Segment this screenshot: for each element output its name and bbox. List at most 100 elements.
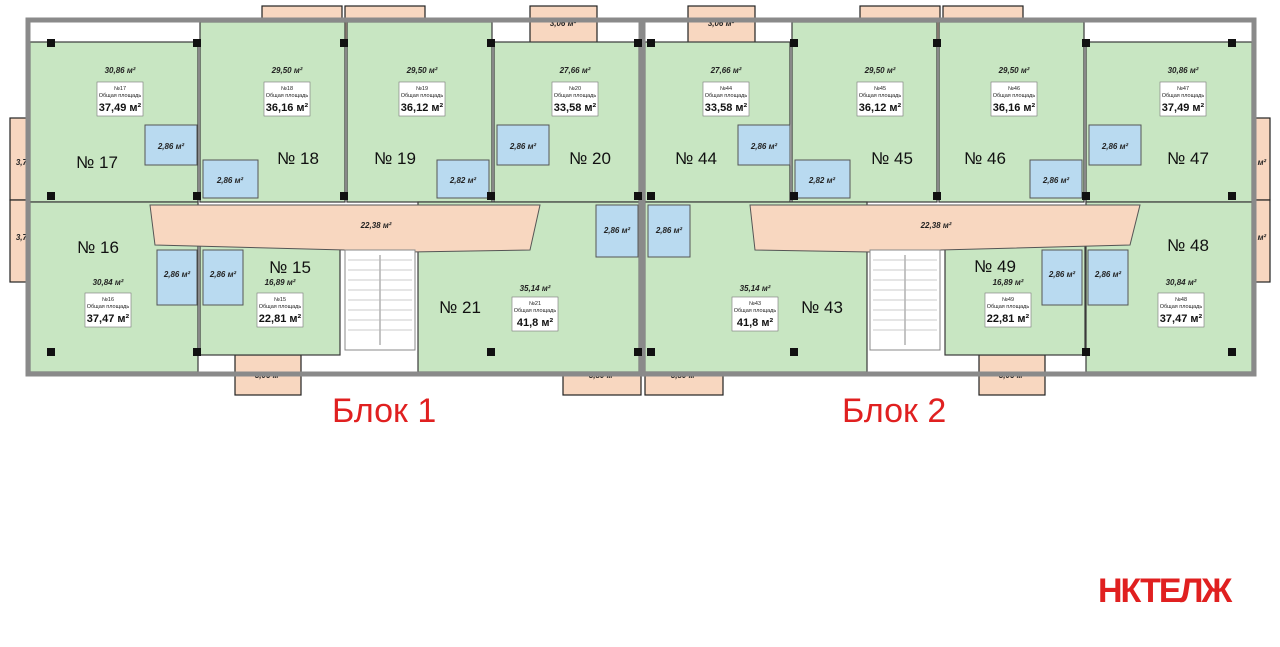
- svg-text:2,86 м²: 2,86 м²: [157, 142, 185, 151]
- svg-text:33,58 м²: 33,58 м²: [705, 102, 748, 114]
- svg-text:2,86 м²: 2,86 м²: [209, 270, 237, 279]
- apartment-43-labels: 35,14 м² №43 Общая площадь 41,8 м² № 43: [731, 284, 843, 332]
- svg-text:16,89 м²: 16,89 м²: [993, 278, 1024, 287]
- svg-text:29,50 м²: 29,50 м²: [864, 66, 896, 75]
- bathroom-19: 2,82 м²: [436, 159, 490, 199]
- svg-text:№ 44: № 44: [675, 149, 717, 168]
- svg-text:Общая площадь: Общая площадь: [734, 308, 777, 314]
- svg-text:№ 49: № 49: [974, 257, 1016, 276]
- svg-text:№16: №16: [102, 297, 114, 303]
- svg-text:22,38 м²: 22,38 м²: [920, 221, 952, 230]
- svg-text:Общая площадь: Общая площадь: [99, 93, 142, 99]
- svg-text:35,14 м²: 35,14 м²: [740, 284, 771, 293]
- svg-text:№ 20: № 20: [569, 149, 611, 168]
- svg-text:2,82 м²: 2,82 м²: [808, 176, 836, 185]
- svg-text:29,50 м²: 29,50 м²: [406, 66, 438, 75]
- company-logo: НКТЕЛЖ: [1098, 572, 1234, 610]
- block-2-label: Блок 2: [842, 392, 947, 430]
- svg-text:№48: №48: [1175, 297, 1187, 303]
- svg-text:Общая площадь: Общая площадь: [993, 93, 1036, 99]
- svg-text:№49: №49: [1002, 297, 1014, 303]
- living-area: 30,86 м²: [105, 66, 136, 75]
- apartment-44-labels: 27,66 м² №44 Общая площадь 33,58 м² № 44: [675, 66, 750, 168]
- corridor-block-2: 22,38 м²: [749, 204, 1141, 253]
- svg-text:2,86 м²: 2,86 м²: [1048, 270, 1076, 279]
- bathroom-21: 2,86 м²: [595, 204, 639, 258]
- bathroom-49: 2,86 м²: [1041, 249, 1083, 306]
- svg-text:№ 46: № 46: [964, 149, 1006, 168]
- svg-text:30,86 м²: 30,86 м²: [1168, 66, 1199, 75]
- svg-text:Общая площадь: Общая площадь: [266, 93, 309, 99]
- svg-text:33,58 м²: 33,58 м²: [554, 102, 597, 114]
- bathroom-15: 2,86 м²: [202, 249, 244, 306]
- svg-text:Общая площадь: Общая площадь: [1162, 93, 1205, 99]
- svg-text:Общая площадь: Общая площадь: [987, 304, 1030, 310]
- bathroom-45: 2,82 м²: [794, 159, 851, 199]
- svg-text:№18: №18: [281, 86, 293, 92]
- bathroom-44: 2,86 м²: [737, 124, 791, 166]
- svg-text:30,84 м²: 30,84 м²: [1166, 278, 1197, 287]
- stairwell-block-1: [344, 249, 416, 351]
- svg-text:№ 47: № 47: [1167, 149, 1209, 168]
- svg-text:№ 16: № 16: [77, 238, 119, 257]
- apartment-48-labels: № 48 30,84 м² №48 Общая площадь 37,47 м²: [1157, 236, 1209, 328]
- svg-text:2,86 м²: 2,86 м²: [509, 142, 537, 151]
- balcony-top-3: 3,06 м²: [529, 5, 598, 45]
- svg-text:Общая площадь: Общая площадь: [259, 304, 302, 310]
- svg-text:№ 43: № 43: [801, 298, 843, 317]
- apartment-17-room: [29, 41, 199, 203]
- svg-text:2,82 м²: 2,82 м²: [449, 176, 477, 185]
- bathroom-48: 2,86 м²: [1087, 249, 1129, 306]
- svg-text:2,86 м²: 2,86 м²: [1101, 142, 1129, 151]
- apartment-18-labels: 29,50 м² №18 Общая площадь 36,16 м² № 18: [263, 66, 319, 168]
- corridor-block-1: 22,38 м²: [149, 204, 541, 253]
- apartment-16-labels: № 16 30,84 м² №16 Общая площадь 37,47 м²: [77, 238, 132, 328]
- svg-text:№17: №17: [114, 86, 126, 92]
- svg-text:41,8 м²: 41,8 м²: [517, 317, 554, 329]
- apartment-45-labels: 29,50 м² №45 Общая площадь 36,12 м² № 45: [856, 66, 913, 168]
- svg-text:№ 48: № 48: [1167, 236, 1209, 255]
- apartment-46-labels: 29,50 м² №46 Общая площадь 36,16 м² № 46: [964, 66, 1038, 168]
- svg-text:22,81 м²: 22,81 м²: [987, 313, 1030, 325]
- svg-text:Общая площадь: Общая площадь: [554, 93, 597, 99]
- apartment-number: № 17: [76, 153, 118, 172]
- svg-text:37,47 м²: 37,47 м²: [87, 313, 130, 325]
- svg-text:2,86 м²: 2,86 м²: [1094, 270, 1122, 279]
- svg-text:Общая площадь: Общая площадь: [87, 304, 130, 310]
- svg-text:35,14 м²: 35,14 м²: [520, 284, 551, 293]
- bathroom-18: 2,86 м²: [202, 159, 259, 199]
- structural-columns: [47, 39, 1236, 356]
- svg-text:36,12 м²: 36,12 м²: [859, 102, 902, 114]
- svg-text:36,16 м²: 36,16 м²: [993, 102, 1036, 114]
- svg-text:41,8 м²: 41,8 м²: [737, 317, 774, 329]
- apartment-47-labels: 30,86 м² №47 Общая площадь 37,49 м² № 47: [1159, 66, 1209, 168]
- svg-text:Общая площадь: Общая площадь: [514, 308, 557, 314]
- total-area: 37,49 м²: [99, 102, 142, 114]
- svg-text:2,86 м²: 2,86 м²: [163, 270, 191, 279]
- svg-text:16,89 м²: 16,89 м²: [265, 278, 296, 287]
- bathroom-47: 2,86 м²: [1088, 124, 1142, 166]
- apartment-20-labels: 27,66 м² №20 Общая площадь 33,58 м² № 20: [551, 66, 611, 168]
- svg-text:№19: №19: [416, 86, 428, 92]
- svg-text:2,86 м²: 2,86 м²: [655, 226, 683, 235]
- svg-text:№21: №21: [529, 301, 541, 307]
- svg-text:22,38 м²: 22,38 м²: [360, 221, 392, 230]
- svg-text:№20: №20: [569, 86, 581, 92]
- svg-text:29,50 м²: 29,50 м²: [998, 66, 1030, 75]
- outer-wall-block-2: [640, 17, 1257, 377]
- svg-text:27,66 м²: 27,66 м²: [710, 66, 742, 75]
- apartment-15-labels: № 15 16,89 м² №15 Общая площадь 22,81 м²: [256, 258, 311, 328]
- svg-text:№15: №15: [274, 297, 286, 303]
- svg-text:№ 15: № 15: [269, 258, 311, 277]
- svg-text:№47: №47: [1177, 86, 1189, 92]
- svg-text:30,84 м²: 30,84 м²: [93, 278, 124, 287]
- apartment-21-labels: № 21 35,14 м² №21 Общая площадь 41,8 м²: [439, 284, 559, 332]
- bathroom-20: 2,86 м²: [496, 124, 550, 166]
- apartment-19-labels: 29,50 м² №19 Общая площадь 36,12 м² № 19: [374, 66, 446, 168]
- svg-text:№43: №43: [749, 301, 761, 307]
- svg-text:2,86 м²: 2,86 м²: [603, 226, 631, 235]
- bathroom-17: 2,86 м²: [144, 124, 198, 166]
- apartment-17-labels: 30,86 м² №17 Общая площадь 37,49 м² № 17: [76, 66, 144, 172]
- svg-text:2,86 м²: 2,86 м²: [216, 176, 244, 185]
- bathroom-16: 2,86 м²: [156, 249, 198, 306]
